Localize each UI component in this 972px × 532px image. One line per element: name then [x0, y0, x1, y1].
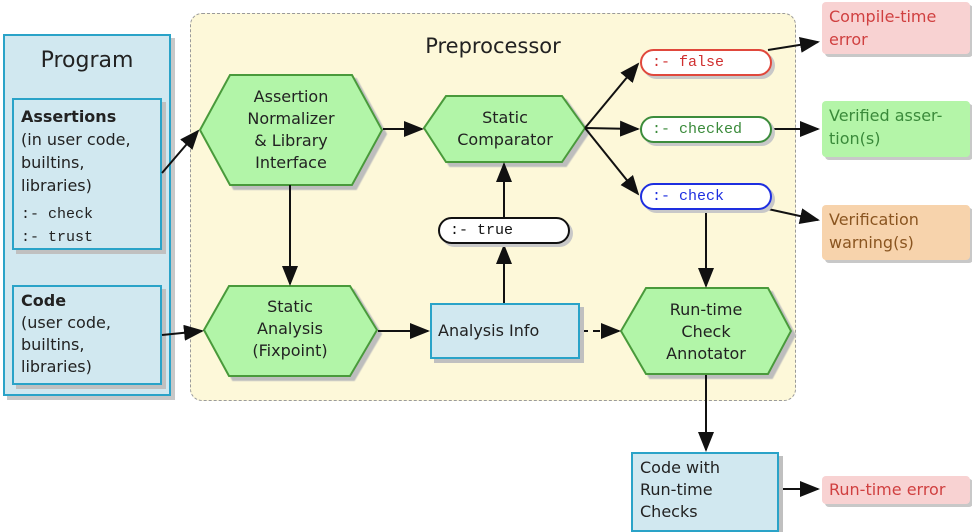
pill-false: :- false: [640, 49, 772, 76]
label-line: Compile-time: [829, 7, 937, 26]
program-title: Program: [40, 48, 134, 73]
pill-check: :- check: [640, 183, 772, 210]
label-line: tion(s): [829, 129, 881, 148]
assertions-heading: Assertions: [21, 107, 117, 126]
label-line: Assertion: [253, 87, 329, 106]
run-time-error-box: Run-time error: [822, 476, 970, 504]
label-line: Run-time: [669, 300, 743, 319]
comparator-label: Static Comparator: [440, 107, 570, 151]
label-line: Static: [482, 108, 528, 127]
label-line: Checks: [640, 502, 698, 521]
assertions-box: Assertions (in user code, builtins, libr…: [12, 98, 162, 250]
assertions-line: libraries): [21, 176, 92, 195]
rt-annotator-hexagon: [619, 287, 793, 375]
assertions-line: (in user code,: [21, 130, 131, 149]
label-line: Verified asser-: [829, 106, 943, 125]
static-analysis-label: Static Analysis (Fixpoint): [225, 296, 355, 362]
preprocessor-title: Preprocessor: [425, 34, 561, 58]
label-line: Interface: [255, 153, 327, 172]
label-line: Comparator: [457, 130, 553, 149]
code-line: builtins,: [21, 335, 85, 354]
label-line: warning(s): [829, 233, 914, 252]
normalizer-hexagon: [198, 74, 384, 186]
arrow-comparator-to-false: [584, 62, 640, 129]
label-line: Code with: [640, 458, 720, 477]
assertion-trust-code: :- trust: [21, 229, 94, 246]
assertion-check-code: :- check: [21, 206, 94, 223]
label-line: Check: [681, 322, 731, 341]
label-line: Static: [267, 297, 313, 316]
normalizer-label: Assertion Normalizer & Library Interface: [220, 86, 362, 174]
pill-true: :- true: [438, 217, 570, 244]
arrow-assertions-to-normalizer: [161, 129, 200, 174]
verification-warning-box: Verification warning(s): [822, 205, 970, 260]
rt-checks-box: Code with Run-time Checks: [631, 452, 779, 532]
analysis-info-box: Analysis Info: [430, 303, 580, 359]
code-line: libraries): [21, 357, 92, 376]
rt-annotator-label: Run-time Check Annotator: [641, 299, 771, 365]
arrow-code-to-analysis: [161, 324, 204, 341]
verified-assertions-box: Verified asser- tion(s): [822, 101, 970, 157]
arrow-check-to-warning: [767, 208, 820, 224]
compile-time-error-box: Compile-time error: [822, 2, 970, 54]
assertions-line: builtins,: [21, 153, 85, 172]
static-analysis-hexagon: [202, 285, 379, 377]
arrow-false-to-compile-error: [767, 36, 820, 53]
label-line: (Fixpoint): [252, 341, 328, 360]
label-line: Verification: [829, 210, 919, 229]
code-line: (user code,: [21, 313, 111, 332]
label-line: & Library: [254, 131, 328, 150]
label-line: Normalizer: [247, 109, 335, 128]
label-line: Analysis: [257, 319, 323, 338]
pill-checked: :- checked: [640, 116, 772, 143]
code-heading: Code: [21, 291, 67, 310]
code-box: Code (user code, builtins, libraries): [12, 285, 162, 385]
arrow-comparator-to-check: [584, 127, 640, 196]
label-line: error: [829, 30, 868, 49]
arrow-comparator-to-checked: [584, 120, 640, 137]
label-line: Run-time: [640, 480, 713, 499]
label-line: Annotator: [666, 344, 746, 363]
